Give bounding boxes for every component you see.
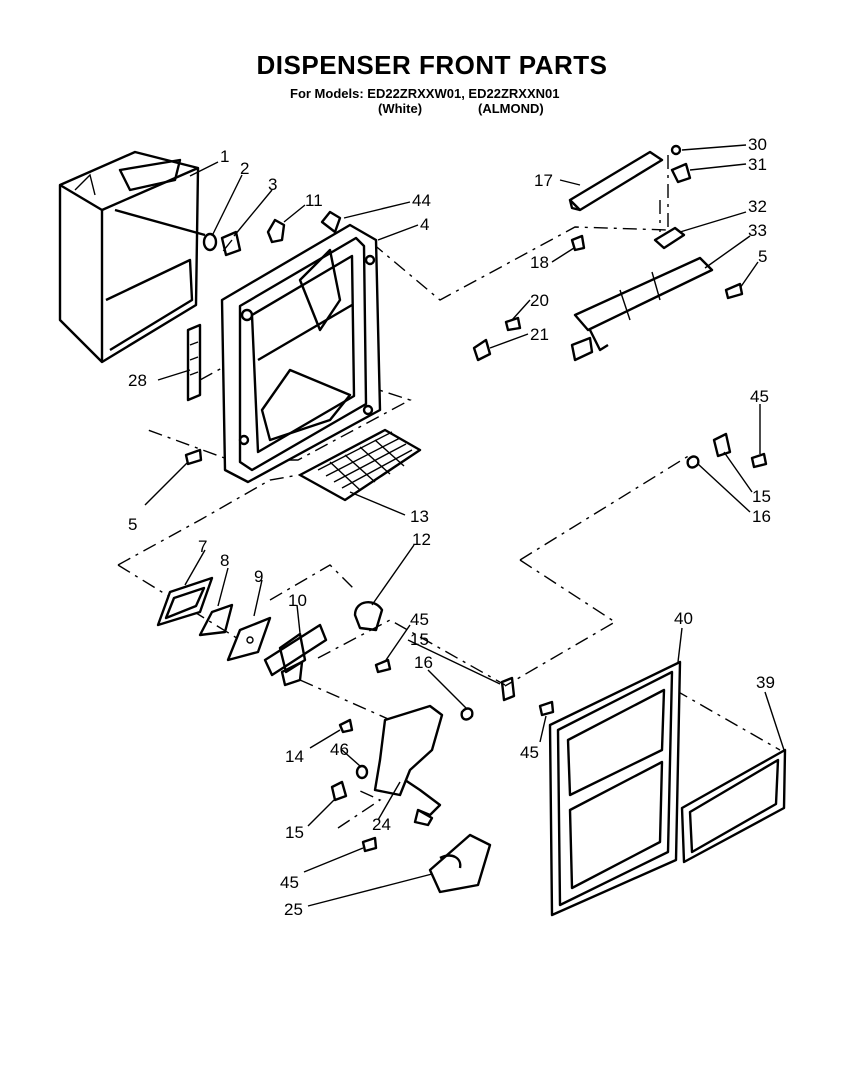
callout-18: 18 xyxy=(530,253,549,272)
screw-45-lower xyxy=(361,836,378,853)
part-16-spring-center xyxy=(460,707,474,721)
part-24-lever-arm xyxy=(373,704,444,827)
callout-30: 30 xyxy=(748,135,767,154)
callout-24: 24 xyxy=(372,815,391,834)
callout-1: 1 xyxy=(220,147,229,166)
part-4-dispenser-frame xyxy=(220,223,382,484)
part-14-pin xyxy=(338,718,354,734)
callout-11: 11 xyxy=(305,191,323,210)
callout-25: 25 xyxy=(284,900,303,919)
callout-16-upper: 16 xyxy=(752,507,771,526)
part-28-strip xyxy=(186,323,202,402)
part-44-clip xyxy=(320,210,342,234)
leader-lines xyxy=(144,144,785,907)
part-12-actuator xyxy=(353,601,384,632)
callout-20: 20 xyxy=(530,291,549,310)
callout-21: 21 xyxy=(530,325,549,344)
screw-45-right-low xyxy=(538,700,555,717)
part-15-hinge-upper xyxy=(712,432,732,458)
callout-44: 44 xyxy=(412,191,431,210)
part-39-accent-panel xyxy=(680,748,787,864)
part-11-knob xyxy=(266,218,286,244)
callout-5-left: 5 xyxy=(128,515,137,534)
callout-45-center: 45 xyxy=(410,610,429,629)
part-21-clip xyxy=(472,338,492,362)
screw-18 xyxy=(570,234,586,252)
part-30-screw xyxy=(670,144,682,156)
part-25-drip-cup xyxy=(428,833,492,894)
part-17-channel xyxy=(568,150,664,212)
part-15-hinge-lower xyxy=(330,780,348,802)
callout-45-right-low: 45 xyxy=(520,743,539,762)
variant-almond: (ALMOND) xyxy=(478,101,544,116)
part-46-washer xyxy=(355,764,369,780)
callout-31: 31 xyxy=(748,155,767,174)
callout-39: 39 xyxy=(756,673,775,692)
part-3-bushing xyxy=(220,230,242,257)
part-32-bracket xyxy=(653,226,686,250)
callout-33: 33 xyxy=(748,221,767,240)
part-33-mounting-track xyxy=(570,256,714,362)
callout-12: 12 xyxy=(412,530,431,549)
callout-5-right: 5 xyxy=(758,247,767,266)
part-20-screw xyxy=(504,316,522,332)
callout-2: 2 xyxy=(240,159,249,178)
part-13-drip-grille xyxy=(298,428,422,502)
page-title: DISPENSER FRONT PARTS xyxy=(256,50,608,80)
callout-3: 3 xyxy=(268,175,277,194)
callout-15-lower: 15 xyxy=(285,823,304,842)
callout-28: 28 xyxy=(128,371,147,390)
callout-32: 32 xyxy=(748,197,767,216)
callout-9: 9 xyxy=(254,567,263,586)
part-8-lens xyxy=(198,603,234,637)
callout-45-upper: 45 xyxy=(750,387,769,406)
part-1-ice-chute-housing xyxy=(58,150,206,364)
screw-5-left xyxy=(184,448,203,466)
callout-45-lower: 45 xyxy=(280,873,299,892)
callout-10: 10 xyxy=(288,591,307,610)
part-16-spring-upper xyxy=(686,455,700,469)
part-7-bezel xyxy=(156,576,214,627)
screw-45-upper xyxy=(750,452,768,469)
models-line: For Models: ED22ZRXXW01, ED22ZRXXN01 xyxy=(290,86,560,101)
screw-5-right xyxy=(724,282,744,300)
assembly-lines xyxy=(117,155,781,829)
screw-45-center xyxy=(374,658,392,674)
variant-white: (White) xyxy=(378,101,423,116)
part-31-clip xyxy=(670,162,692,184)
part-9-plate xyxy=(226,616,272,662)
callout-numbers: 1 2 3 11 44 4 28 5 13 12 7 8 9 10 45 15 … xyxy=(128,135,775,919)
callout-4: 4 xyxy=(420,215,429,234)
callout-7: 7 xyxy=(198,537,207,556)
callout-17: 17 xyxy=(534,171,553,190)
callout-13: 13 xyxy=(410,507,429,526)
part-2-grommet xyxy=(202,232,218,252)
part-40-door-panel xyxy=(548,660,682,917)
callout-16-center: 16 xyxy=(414,653,433,672)
callout-15-center: 15 xyxy=(410,630,429,649)
callout-14: 14 xyxy=(285,747,304,766)
callout-15-upper: 15 xyxy=(752,487,771,506)
callout-8: 8 xyxy=(220,551,229,570)
callout-46: 46 xyxy=(330,740,349,759)
callout-40: 40 xyxy=(674,609,693,628)
part-10-switch-bracket xyxy=(263,623,328,687)
part-15-hinge-center xyxy=(500,676,516,702)
